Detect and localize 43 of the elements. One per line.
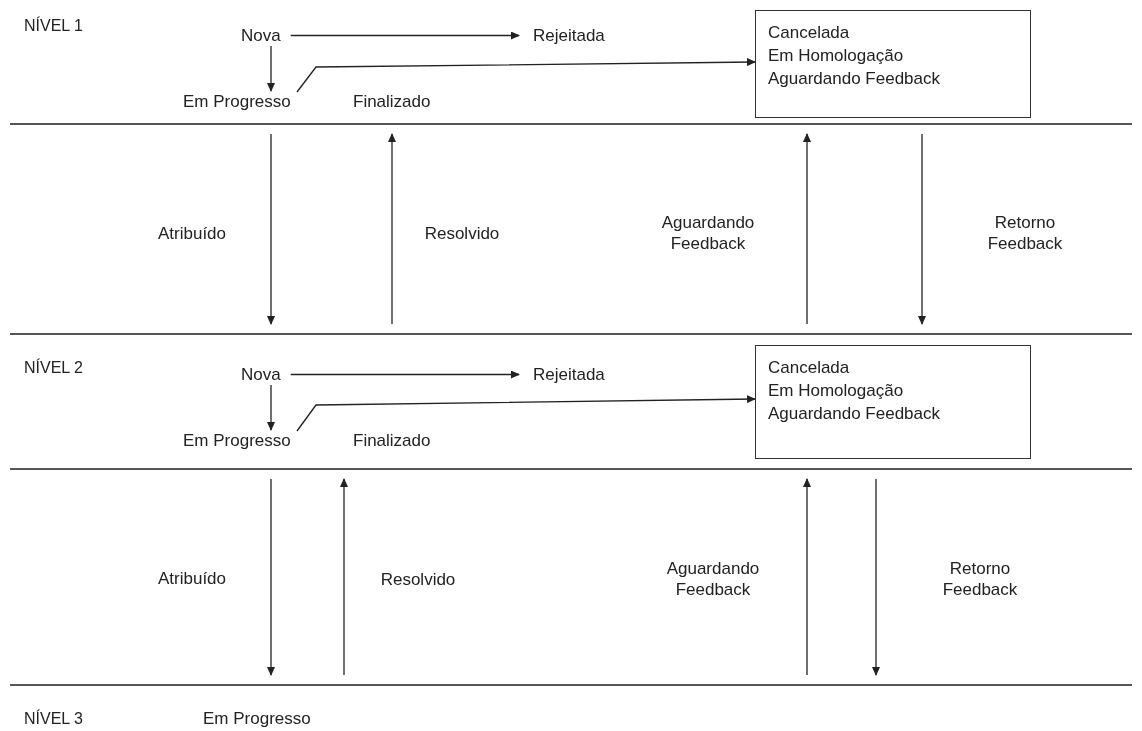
edge-label: Retorno Feedback [986,212,1064,254]
arrow [918,133,926,325]
state-label: Nova [241,25,281,46]
level-title: NÍVEL 1 [24,17,83,35]
state-label: Nova [241,364,281,385]
status-text: Cancelada [768,22,851,44]
arrow [803,478,811,676]
state-label: Em Progresso [183,91,291,112]
status-text: Em Homologação [768,380,905,402]
edge-label: Aguardando Feedback [660,212,756,254]
arrow [388,133,396,325]
arrow [340,478,348,676]
state-label: Rejeitada [533,364,605,385]
arrow [296,395,756,432]
level-title: NÍVEL 2 [24,359,83,377]
edge-label: Retorno Feedback [941,558,1019,600]
arrow [872,478,880,676]
arrow [290,31,520,40]
arrow [267,478,275,676]
state-label: Rejeitada [533,25,605,46]
status-text: Aguardando Feedback [768,68,942,90]
status-text: Aguardando Feedback [768,403,942,425]
level-band [10,333,1132,470]
arrow [296,58,756,93]
edge-label: Atribuído [156,567,227,589]
edge-label: Aguardando Feedback [665,558,761,600]
arrow [290,370,520,379]
state-label: Em Progresso [203,708,311,729]
state-label: Em Progresso [183,430,291,451]
status-box [755,345,1031,459]
status-text: Cancelada [768,357,851,379]
state-label: Finalizado [353,91,431,112]
arrow [803,133,811,325]
arrow [267,133,275,325]
status-text: Em Homologação [768,45,905,67]
state-label: Finalizado [353,430,431,451]
arrow [267,384,275,431]
edge-label: Resolvido [379,568,457,590]
status-box [755,10,1031,118]
level-title: NÍVEL 3 [24,710,83,728]
arrow [267,45,275,92]
edge-label: Resolvido [423,222,501,244]
edge-label: Atribuído [156,222,227,244]
